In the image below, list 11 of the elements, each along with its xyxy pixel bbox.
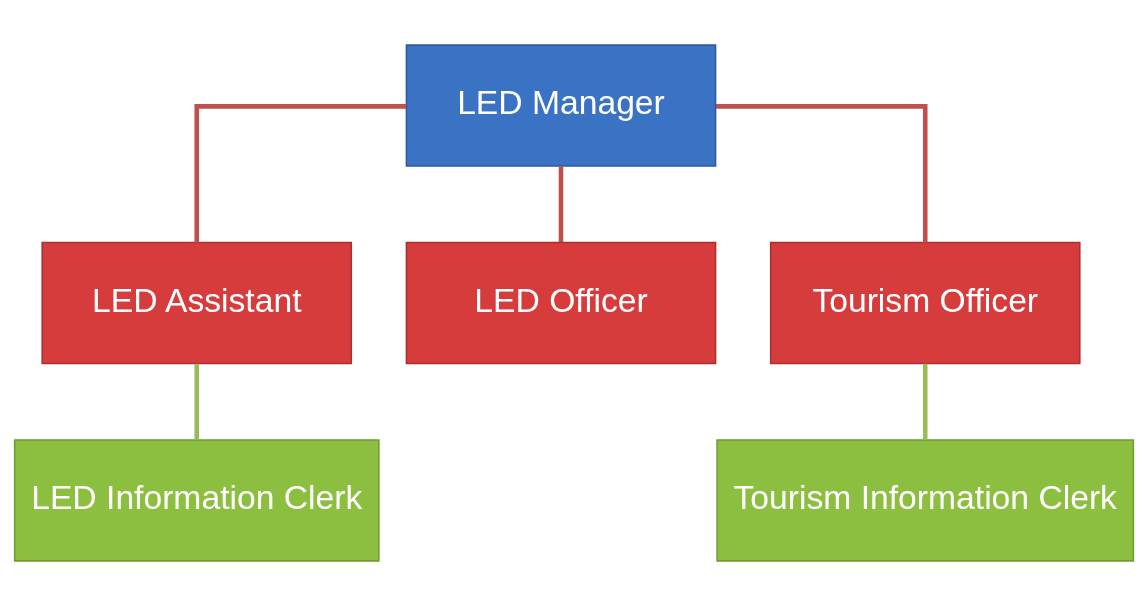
connector xyxy=(194,363,200,439)
connector xyxy=(716,103,928,242)
node-box: LED Assistant xyxy=(41,241,353,364)
connector xyxy=(558,165,564,242)
connector xyxy=(922,363,928,439)
node-box: LED Information Clerk xyxy=(13,438,380,562)
connector xyxy=(194,103,406,242)
node-box: Tourism Officer xyxy=(769,241,1081,364)
node-box: LED Officer xyxy=(405,241,717,364)
node-box: Tourism Information Clerk xyxy=(716,438,1135,562)
node-box: LED Manager xyxy=(405,43,717,167)
